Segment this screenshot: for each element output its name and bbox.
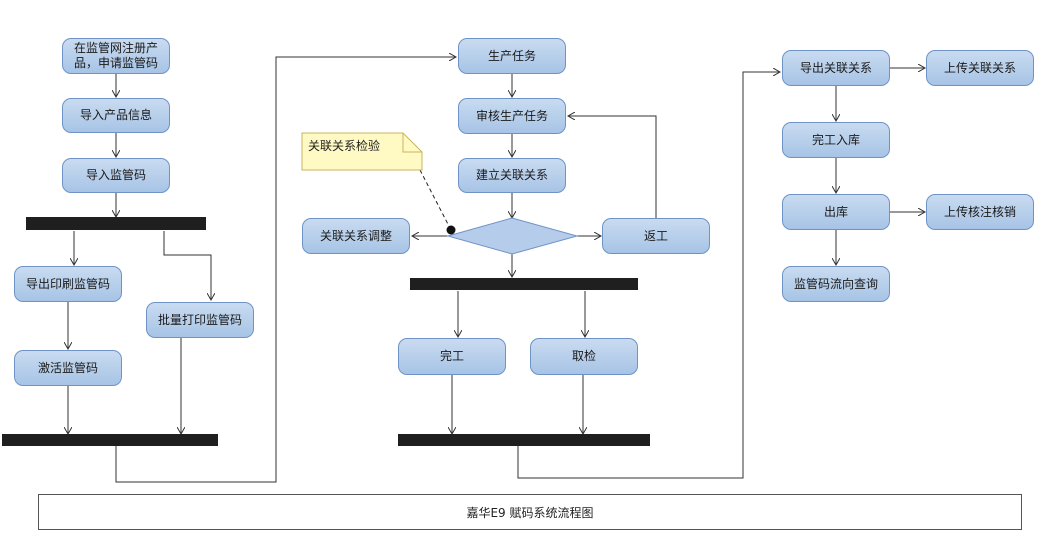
node-sample[interactable]: 取检 <box>530 338 638 375</box>
decision-diamond <box>446 217 579 255</box>
node-upload-relation[interactable]: 上传关联关系 <box>926 50 1034 86</box>
note-anchor-dot <box>446 225 456 235</box>
node-batch-print[interactable]: 批量打印监管码 <box>146 302 254 338</box>
node-export-print[interactable]: 导出印刷监管码 <box>14 266 122 302</box>
node-review-task[interactable]: 审核生产任务 <box>458 98 566 134</box>
arrow-fork-to-batch-print <box>163 231 211 300</box>
fork-bar-1 <box>26 217 206 230</box>
node-rework[interactable]: 返工 <box>602 218 710 254</box>
arrow-rework-to-review <box>568 116 657 218</box>
node-upload-cancel[interactable]: 上传核注核销 <box>926 194 1034 230</box>
arrow-join-to-export-relation <box>517 72 780 479</box>
node-register[interactable]: 在监管网注册产品，申请监管码 <box>62 38 170 74</box>
note-text: 关联关系检验 <box>308 139 381 153</box>
arrow-join-to-production-task <box>115 57 456 483</box>
join-bar-2 <box>398 434 650 446</box>
node-activate[interactable]: 激活监管码 <box>14 350 122 386</box>
node-complete[interactable]: 完工 <box>398 338 506 375</box>
note-shape <box>301 132 423 171</box>
node-build-relation[interactable]: 建立关联关系 <box>458 158 566 193</box>
node-warehouse-in[interactable]: 完工入库 <box>782 122 890 158</box>
fork-bar-2 <box>410 278 638 290</box>
node-adjust-relation[interactable]: 关联关系调整 <box>302 218 410 254</box>
node-export-relation[interactable]: 导出关联关系 <box>782 50 890 86</box>
node-production-task[interactable]: 生产任务 <box>458 38 566 74</box>
node-import-product[interactable]: 导入产品信息 <box>62 98 170 133</box>
node-import-code[interactable]: 导入监管码 <box>62 158 170 193</box>
node-outbound[interactable]: 出库 <box>782 194 890 230</box>
join-bar-1 <box>2 434 218 446</box>
diagram-title: 嘉华E9 赋码系统流程图 <box>38 494 1022 530</box>
note-connector <box>419 169 452 231</box>
node-trace-query[interactable]: 监管码流向查询 <box>782 266 890 302</box>
